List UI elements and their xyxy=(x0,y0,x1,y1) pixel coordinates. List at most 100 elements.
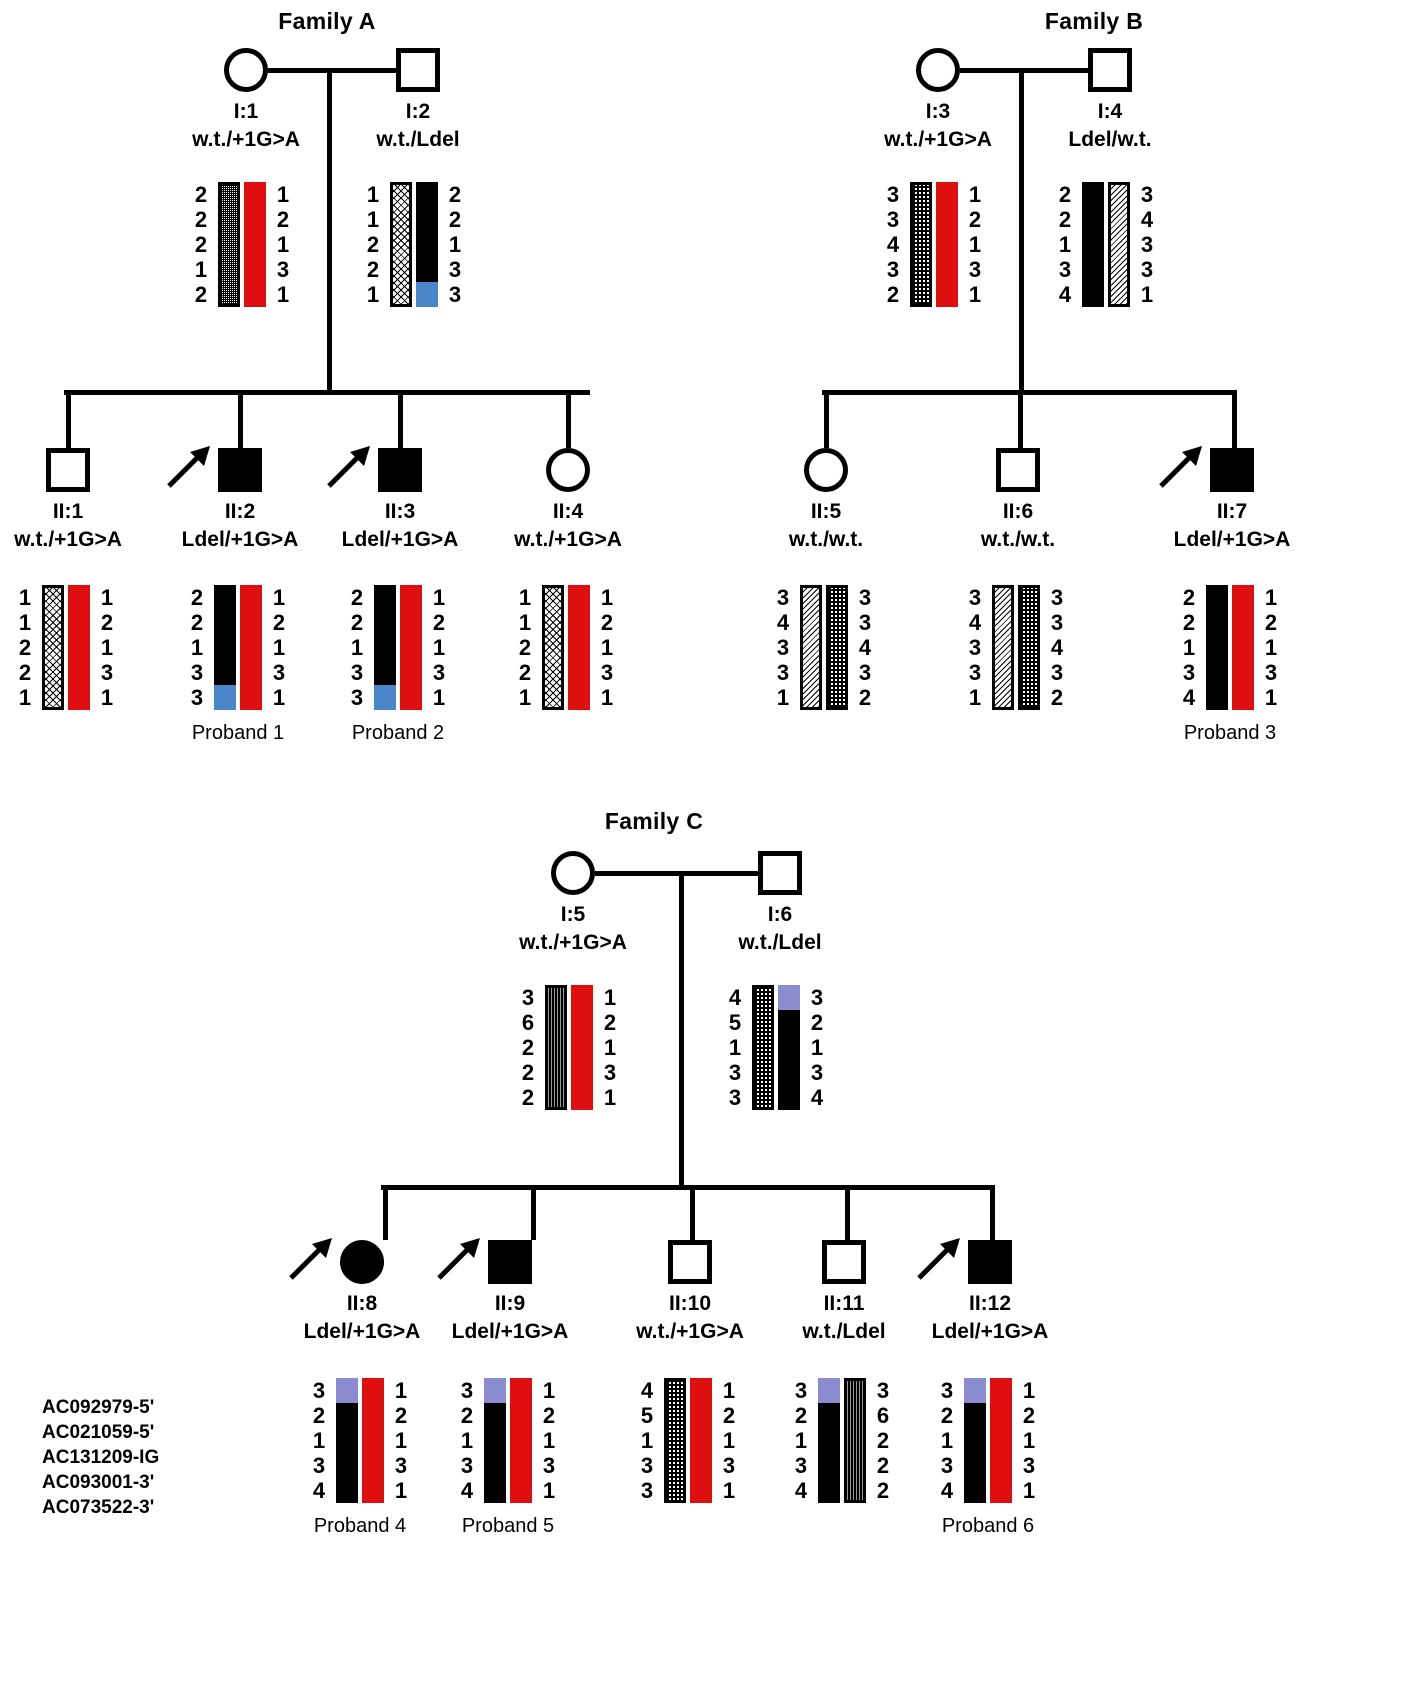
pedigree-symbol-II-1[interactable] xyxy=(46,448,90,492)
allele-value: 6 xyxy=(876,1403,890,1428)
pedigree-symbol-I-4[interactable] xyxy=(1088,48,1132,92)
allele-value: 5 xyxy=(728,1010,742,1035)
allele-value: 1 xyxy=(518,585,532,610)
chromosome-bar-left xyxy=(664,1378,686,1503)
allele-value: 1 xyxy=(1264,685,1278,710)
allele-value: 2 xyxy=(1182,585,1196,610)
chromosome-bar-pair xyxy=(910,182,958,307)
allele-value: 4 xyxy=(968,610,982,635)
allele-value: 3 xyxy=(1264,660,1278,685)
allele-value: 3 xyxy=(100,660,114,685)
allele-value: 1 xyxy=(542,1428,556,1453)
sibship-line xyxy=(822,390,1232,395)
allele-value: 2 xyxy=(276,207,290,232)
chromosome-bar-left xyxy=(964,1378,986,1503)
genotype-label: w.t./Ldel xyxy=(376,128,460,151)
chromosome-bar-pair xyxy=(390,182,438,307)
allele-value: 3 xyxy=(1140,182,1154,207)
allele-value: 2 xyxy=(366,232,380,257)
allele-value: 3 xyxy=(722,1453,736,1478)
allele-value: 3 xyxy=(640,1453,654,1478)
allele-value: 1 xyxy=(394,1428,408,1453)
pedigree-symbol-I-1[interactable] xyxy=(224,48,268,92)
person-id-label: II:2 xyxy=(224,500,256,523)
chromosome-bar-pair xyxy=(752,985,800,1110)
allele-value: 3 xyxy=(448,257,462,282)
proband-arrow-icon xyxy=(288,1236,334,1282)
pedigree-symbol-II-8[interactable] xyxy=(340,1240,384,1284)
pedigree-symbol-II-6[interactable] xyxy=(996,448,1040,492)
genotype-label: Ldel/+1G>A xyxy=(931,1320,1049,1343)
pedigree-symbol-II-4[interactable] xyxy=(546,448,590,492)
allele-value: 1 xyxy=(460,1428,474,1453)
chromosome-bar-pair xyxy=(818,1378,866,1503)
allele-value: 2 xyxy=(394,1403,408,1428)
allele-value: 2 xyxy=(448,182,462,207)
proband-arrow-icon xyxy=(916,1236,962,1282)
pedigree-symbol-II-7[interactable] xyxy=(1210,448,1254,492)
descent-line xyxy=(327,70,332,390)
allele-value: 1 xyxy=(1022,1378,1036,1403)
allele-value: 1 xyxy=(276,282,290,307)
pedigree-symbol-II-5[interactable] xyxy=(804,448,848,492)
allele-value: 4 xyxy=(1140,207,1154,232)
allele-value: 1 xyxy=(276,232,290,257)
allele-value: 3 xyxy=(1050,585,1064,610)
allele-value: 1 xyxy=(432,635,446,660)
chromosome-bar-pair xyxy=(374,585,422,710)
person-id-label: I:2 xyxy=(405,100,431,123)
allele-value: 1 xyxy=(968,182,982,207)
chromosome-bar-left xyxy=(374,585,396,710)
mate-line xyxy=(960,68,1092,73)
proband-label: Proband 3 xyxy=(1183,722,1277,744)
allele-value: 1 xyxy=(794,1428,808,1453)
allele-value: 1 xyxy=(432,685,446,710)
allele-value: 3 xyxy=(542,1453,556,1478)
genotype-label: Ldel/+1G>A xyxy=(1173,528,1291,551)
proband-label: Proband 5 xyxy=(461,1515,555,1537)
allele-value: 2 xyxy=(1050,685,1064,710)
sibship-line xyxy=(64,390,590,395)
pedigree-symbol-I-3[interactable] xyxy=(916,48,960,92)
pedigree-symbol-II-10[interactable] xyxy=(668,1240,712,1284)
person-id-label: I:1 xyxy=(233,100,259,123)
pedigree-symbol-I-5[interactable] xyxy=(551,851,595,895)
chromosome-bar-right xyxy=(826,585,848,710)
genotype-label: w.t./Ldel xyxy=(738,931,822,954)
allele-value: 1 xyxy=(1022,1478,1036,1503)
allele-value: 3 xyxy=(350,685,364,710)
sibling-drop-line xyxy=(1232,390,1237,448)
person-id-label: I:6 xyxy=(767,903,793,926)
person-id-label: II:8 xyxy=(346,1292,378,1315)
allele-value: 1 xyxy=(640,1428,654,1453)
allele-value: 3 xyxy=(312,1453,326,1478)
pedigree-symbol-II-3[interactable] xyxy=(378,448,422,492)
allele-value: 1 xyxy=(190,635,204,660)
pedigree-symbol-II-12[interactable] xyxy=(968,1240,1012,1284)
pedigree-symbol-I-6[interactable] xyxy=(758,851,802,895)
allele-value: 4 xyxy=(312,1478,326,1503)
pedigree-symbol-II-2[interactable] xyxy=(218,448,262,492)
allele-value: 1 xyxy=(18,610,32,635)
allele-value: 3 xyxy=(940,1453,954,1478)
marker-label: AC093001-3' xyxy=(42,1472,155,1493)
allele-value: 5 xyxy=(640,1403,654,1428)
chromosome-bar-left xyxy=(218,182,240,307)
allele-value: 2 xyxy=(1058,207,1072,232)
pedigree-symbol-II-11[interactable] xyxy=(822,1240,866,1284)
allele-value: 1 xyxy=(542,1378,556,1403)
pedigree-symbol-I-2[interactable] xyxy=(396,48,440,92)
sibling-drop-line xyxy=(531,1185,536,1240)
allele-value: 1 xyxy=(1264,585,1278,610)
allele-value: 3 xyxy=(968,585,982,610)
allele-value: 1 xyxy=(968,232,982,257)
pedigree-symbol-II-9[interactable] xyxy=(488,1240,532,1284)
